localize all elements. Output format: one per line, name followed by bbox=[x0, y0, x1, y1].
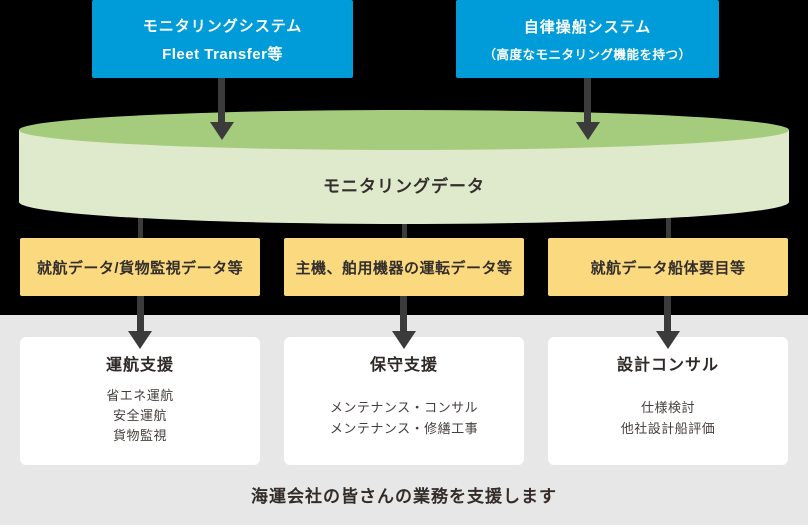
down-arrowhead-icon bbox=[392, 331, 416, 349]
card-title: 運航支援 bbox=[105, 357, 174, 374]
card-item: 省エネ運航 bbox=[106, 388, 174, 403]
source-box-line1: モニタリングシステム bbox=[142, 17, 303, 35]
source-box-autonomous-system: 自律操船システム （高度なモニタリング機能を持つ） bbox=[456, 0, 719, 78]
source-box-monitoring-system: モニタリングシステム Fleet Transfer等 bbox=[92, 0, 353, 78]
source-box-line1: 自律操船システム bbox=[523, 18, 652, 36]
card-title: 設計コンサル bbox=[616, 357, 719, 374]
card-maintenance-support: 保守支援 メンテナンス・コンサル メンテナンス・修繕工事 bbox=[284, 337, 524, 465]
down-arrow-icon bbox=[137, 296, 144, 331]
data-box-engine-machinery: 主機、舶用機器の運転データ等 bbox=[284, 238, 524, 296]
down-arrowhead-icon bbox=[210, 122, 234, 140]
down-arrow-icon bbox=[400, 296, 407, 331]
footer-caption: 海運会社の皆さんの業務を支援します bbox=[251, 487, 557, 506]
down-arrow-icon bbox=[664, 296, 671, 331]
card-items: 省エネ運航 安全運航 貨物監視 bbox=[20, 386, 260, 446]
data-box-label: 主機、舶用機器の運転データ等 bbox=[295, 259, 513, 277]
monitoring-data-cylinder bbox=[19, 110, 789, 224]
card-item: メンテナンス・コンサル bbox=[329, 400, 479, 415]
data-box-hull-particulars: 就航データ船体要目等 bbox=[548, 238, 788, 296]
card-title: 保守支援 bbox=[369, 357, 438, 374]
down-arrowhead-icon bbox=[128, 331, 152, 349]
data-box-label: 就航データ/貨物監視データ等 bbox=[36, 259, 244, 277]
card-operation-support: 運航支援 省エネ運航 安全運航 貨物監視 bbox=[20, 337, 260, 465]
down-arrowhead-icon bbox=[576, 122, 600, 140]
down-arrow-icon bbox=[584, 78, 591, 123]
card-items: メンテナンス・コンサル メンテナンス・修繕工事 bbox=[284, 397, 524, 439]
source-box-line2: Fleet Transfer等 bbox=[162, 45, 283, 63]
data-box-voyage-cargo: 就航データ/貨物監視データ等 bbox=[20, 238, 260, 296]
card-design-consulting: 設計コンサル 仕様検討 他社設計船評価 bbox=[548, 337, 788, 465]
down-arrowhead-icon bbox=[656, 331, 680, 349]
card-item: 安全運航 bbox=[112, 408, 167, 423]
card-item: 仕様検討 bbox=[640, 400, 695, 415]
card-item: 他社設計船評価 bbox=[620, 421, 716, 436]
cylinder-label: モニタリングデータ bbox=[323, 177, 485, 196]
source-box-line2: （高度なモニタリング機能を持つ） bbox=[483, 47, 692, 62]
data-box-label: 就航データ船体要目等 bbox=[590, 259, 746, 277]
down-arrow-icon bbox=[218, 78, 225, 123]
card-items: 仕様検討 他社設計船評価 bbox=[548, 397, 788, 439]
card-item: 貨物監視 bbox=[112, 428, 167, 443]
card-item: メンテナンス・修繕工事 bbox=[329, 421, 479, 436]
